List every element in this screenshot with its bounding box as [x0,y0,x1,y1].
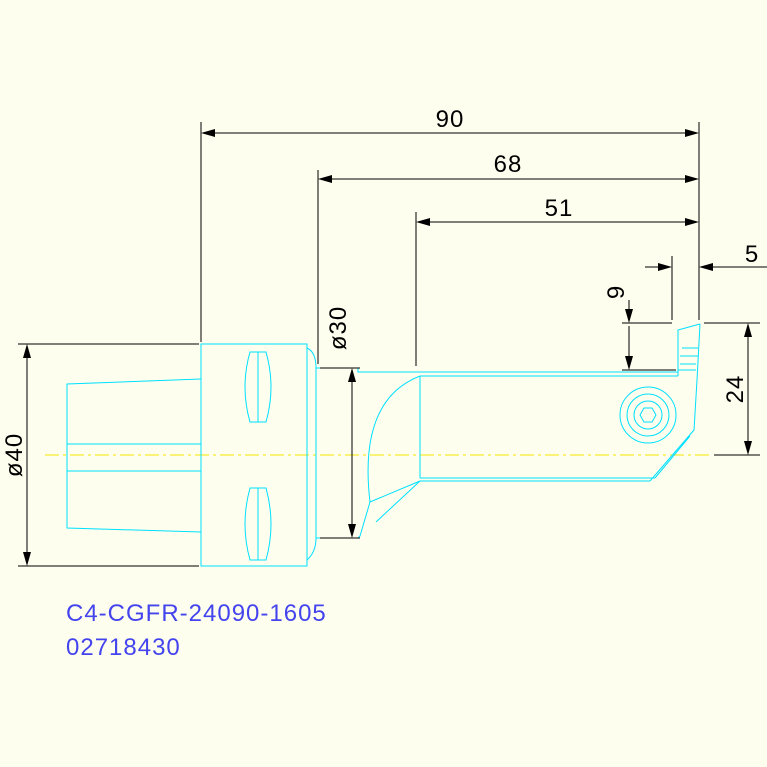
tool-body [357,323,701,539]
dimension-68: 68 [317,151,699,364]
dimension-diameter-30-text: ø30 [325,306,352,350]
dimension-5: 5 [645,241,767,320]
clamp-screw-icon [619,386,677,444]
dimension-9-text: 9 [603,285,630,299]
dimension-68-text: 68 [494,151,523,178]
shank [66,378,202,533]
dimension-diameter-40: ø40 [1,343,199,567]
dimension-24: 24 [704,322,760,456]
dimension-24-text: 24 [722,375,749,404]
flange [200,343,308,567]
dimension-diameter-30: ø30 [320,306,360,539]
dimension-51-text: 51 [545,195,574,222]
dimension-diameter-40-text: ø40 [1,433,28,477]
part-code: C4-CGFR-24090-1605 [66,600,327,627]
dimension-90: 90 [200,106,700,342]
dimension-90-text: 90 [436,106,465,133]
dimension-5-text: 5 [745,241,759,268]
dimension-51: 51 [415,195,699,366]
part-number: 02718430 [66,634,181,661]
dimension-9: 9 [603,285,676,371]
